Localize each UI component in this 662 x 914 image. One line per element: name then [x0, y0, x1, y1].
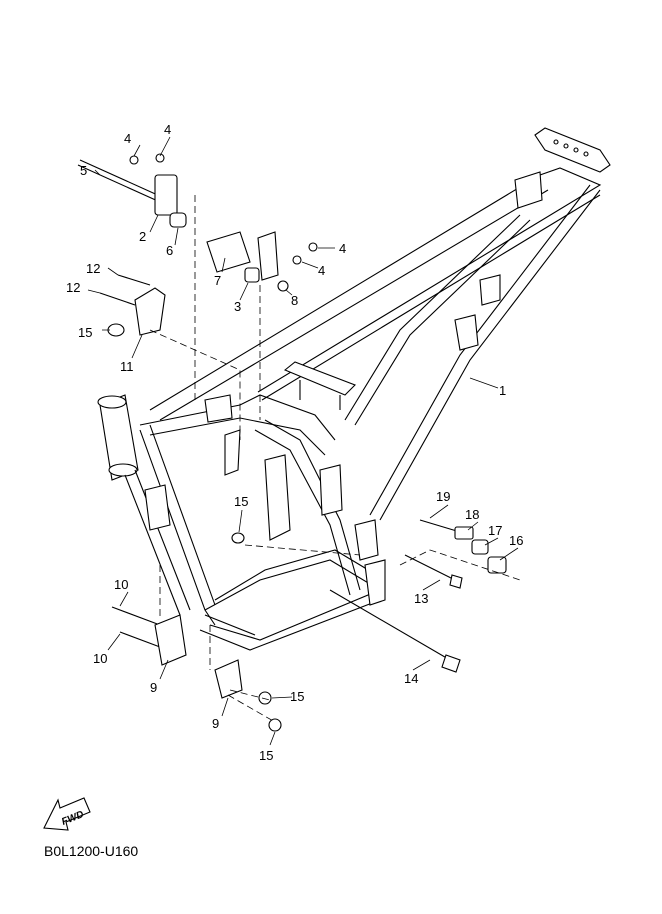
callout-7: 7 — [214, 273, 221, 288]
leader-lines — [87, 136, 521, 746]
frame-body — [97, 127, 611, 651]
callout-8: 8 — [291, 293, 298, 308]
callout-13: 13 — [414, 591, 428, 606]
callout-9b: 9 — [212, 716, 219, 731]
callout-4c: 4 — [339, 241, 346, 256]
callout-12a: 12 — [86, 261, 100, 276]
callout-16: 16 — [509, 533, 523, 548]
callout-9a: 9 — [150, 680, 157, 695]
callout-15d: 15 — [259, 748, 273, 763]
callout-4b: 4 — [164, 122, 171, 137]
callout-2: 2 — [139, 229, 146, 244]
callout-17: 17 — [488, 523, 502, 538]
fwd-arrow-icon: FWD — [43, 797, 91, 831]
callout-10b: 10 — [93, 651, 107, 666]
callout-11: 11 — [120, 359, 134, 374]
callout-18: 18 — [465, 507, 479, 522]
callout-15a: 15 — [78, 325, 92, 340]
callout-4d: 4 — [318, 263, 325, 278]
callout-5: 5 — [80, 163, 87, 178]
callout-6: 6 — [166, 243, 173, 258]
parts — [77, 153, 507, 732]
callout-10a: 10 — [114, 577, 128, 592]
callout-19: 19 — [436, 489, 450, 504]
callout-12b: 12 — [66, 280, 80, 295]
diagram-code: B0L1200-U160 — [44, 843, 139, 859]
callout-15b: 15 — [234, 494, 248, 509]
callout-14: 14 — [404, 671, 418, 686]
callout-1: 1 — [499, 383, 506, 398]
callout-15c: 15 — [290, 689, 304, 704]
callouts: 4 4 5 2 6 7 3 8 4 4 12 12 15 11 1 19 18 … — [66, 122, 523, 763]
callout-4a: 4 — [124, 131, 131, 146]
callout-3: 3 — [234, 299, 241, 314]
